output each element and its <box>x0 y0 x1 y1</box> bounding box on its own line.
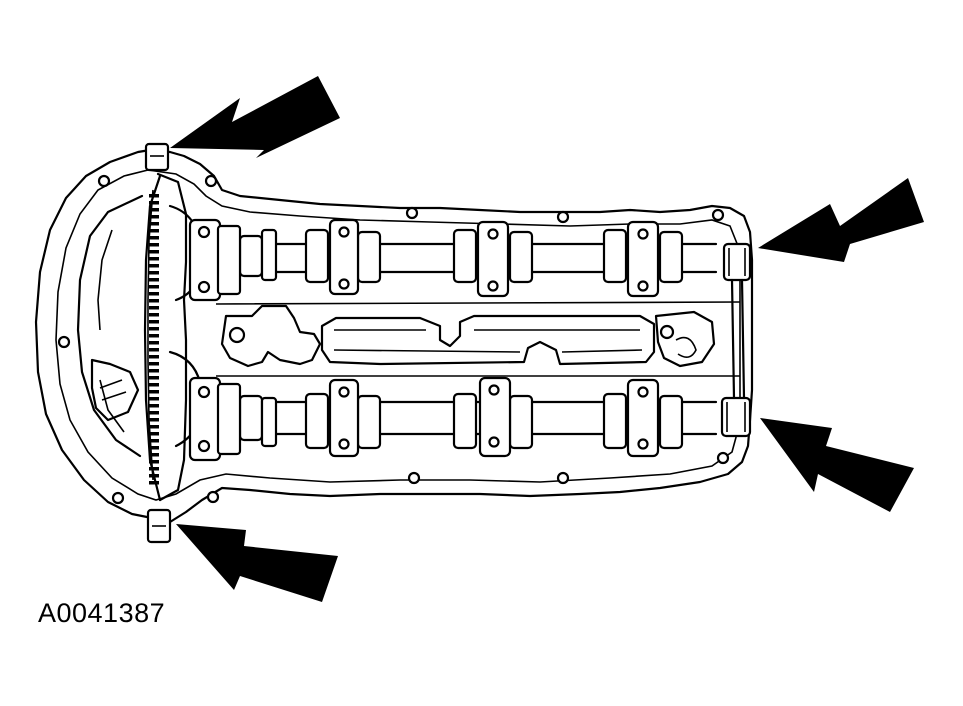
rear-seal-lower <box>720 396 752 438</box>
head-rib-lines <box>215 301 741 377</box>
rear-gallery-pocket-inner <box>675 336 697 358</box>
sprocket-tooth <box>149 355 159 359</box>
bolt-hole <box>228 326 246 344</box>
sprocket-tooth <box>149 285 159 289</box>
lower-cam-lobes <box>238 392 684 450</box>
sprocket-tooth <box>149 348 159 352</box>
front-seal-lower <box>146 508 172 544</box>
center-gallery-inner <box>333 329 643 353</box>
sprocket-tooth <box>149 481 159 485</box>
center-gallery <box>220 304 322 368</box>
sprocket-tooth <box>149 446 159 450</box>
sprocket-tooth <box>149 306 159 310</box>
sprocket-tooth <box>149 341 159 345</box>
sprocket-tooth <box>149 418 159 422</box>
rear-gallery-pocket <box>654 310 716 368</box>
bolt-hole <box>556 471 570 485</box>
bolt-hole <box>405 206 419 220</box>
sprocket-tooth <box>149 397 159 401</box>
bolt-hole <box>556 210 570 224</box>
head-outline <box>34 148 754 524</box>
bolt-hole <box>204 174 218 188</box>
sprocket-tooth <box>149 327 159 331</box>
rear-seal-connector <box>730 278 746 400</box>
sprocket-tooth <box>149 313 159 317</box>
sprocket-tooth <box>149 467 159 471</box>
sprocket-tooth <box>149 222 159 226</box>
sprocket-tooth <box>149 453 159 457</box>
front-housing-recess <box>97 229 125 433</box>
sprocket-tooth <box>149 383 159 387</box>
sprocket-tooth <box>149 411 159 415</box>
sprocket-tooth <box>149 362 159 366</box>
gasket-inner-contour <box>55 169 741 501</box>
front-housing-contour <box>76 194 144 458</box>
center-gallery-chamber <box>320 314 656 366</box>
sprocket-teeth <box>149 194 159 485</box>
sprocket-tooth <box>149 404 159 408</box>
sprocket-tooth <box>149 208 159 212</box>
sprocket-tooth <box>149 299 159 303</box>
callout-arrow-upper-right <box>758 178 924 262</box>
bolt-hole <box>97 174 111 188</box>
sprocket-tooth <box>149 320 159 324</box>
upper-bearing-caps <box>188 218 660 302</box>
sprocket-tooth <box>149 201 159 205</box>
bolt-hole <box>716 451 730 465</box>
lower-bearing-caps <box>188 376 660 462</box>
sprocket-tooth <box>149 369 159 373</box>
bolt-hole <box>407 471 421 485</box>
sprocket-tooth <box>149 236 159 240</box>
sprocket-tooth <box>149 271 159 275</box>
bolt-hole <box>206 490 220 504</box>
sprocket-tooth <box>149 376 159 380</box>
sprocket-tooth <box>149 425 159 429</box>
mounting-holes <box>57 174 730 505</box>
front-seal-upper <box>144 142 170 172</box>
bolt-hole <box>57 335 71 349</box>
bolt-hole <box>711 208 725 222</box>
sprocket-tooth <box>149 278 159 282</box>
sprocket-tooth <box>149 439 159 443</box>
rear-seal-upper <box>722 242 752 282</box>
sprocket-tooth <box>149 229 159 233</box>
figure-reference-code: A0041387 <box>38 598 166 628</box>
front-housing-rib <box>99 379 127 401</box>
sprocket-tooth <box>149 194 159 198</box>
sprocket-tooth <box>149 460 159 464</box>
sprocket-tooth <box>149 215 159 219</box>
callout-arrow-lower-right <box>760 418 914 512</box>
sprocket-tooth <box>149 264 159 268</box>
sprocket-tooth <box>149 243 159 247</box>
sprocket-tooth <box>149 334 159 338</box>
bolt-hole <box>111 491 125 505</box>
front-housing-web <box>90 358 140 422</box>
bolt-hole <box>659 324 675 340</box>
sprocket-tooth <box>149 390 159 394</box>
sprocket-tooth <box>149 250 159 254</box>
callout-arrow-upper-left <box>170 76 340 158</box>
callout-arrow-lower-left <box>176 524 338 602</box>
sprocket-tooth <box>149 292 159 296</box>
sprocket-tooth <box>149 257 159 261</box>
bearing-cap-bolts <box>197 225 649 453</box>
sprocket-tooth <box>149 432 159 436</box>
sprocket-tooth <box>149 474 159 478</box>
upper-cam-lobes <box>238 228 684 284</box>
